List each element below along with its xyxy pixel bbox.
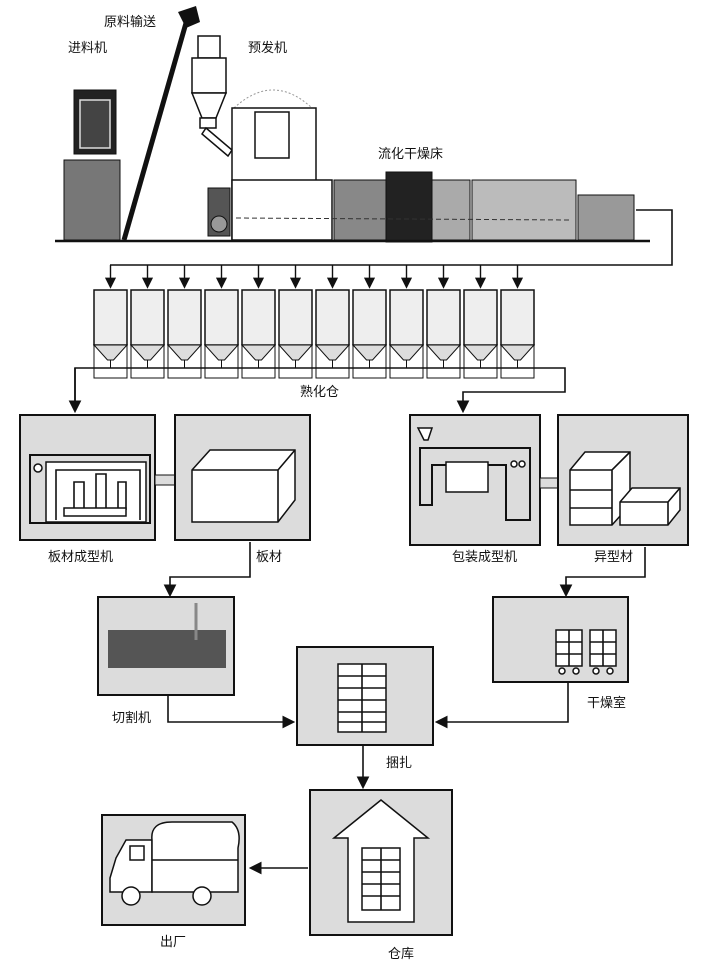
warehouse bbox=[309, 789, 453, 936]
cyclone bbox=[190, 35, 233, 158]
silo bbox=[203, 265, 240, 379]
bundling-label: 捆扎 bbox=[386, 756, 412, 771]
connector bbox=[539, 477, 559, 489]
cutting-machine bbox=[97, 596, 235, 696]
arrow-board-to-cutting bbox=[163, 542, 251, 598]
drying-room-label: 干燥室 bbox=[587, 695, 626, 711]
bundling bbox=[296, 646, 434, 746]
silo bbox=[240, 265, 277, 379]
silo bbox=[388, 265, 425, 379]
board-molding-machine-label: 板材成型机 bbox=[48, 550, 113, 565]
arrow-cutting-to-bundling bbox=[167, 696, 296, 729]
warehouse-label: 仓库 bbox=[388, 946, 414, 962]
arrow-drying-to-bundling bbox=[434, 683, 569, 729]
board-molding-machine bbox=[19, 414, 156, 541]
silo bbox=[351, 265, 388, 379]
board-label: 板材 bbox=[256, 550, 282, 565]
pre-expander-label: 预发机 bbox=[248, 40, 287, 56]
silo bbox=[425, 265, 462, 379]
silo bbox=[92, 265, 129, 379]
arrow-shaped-to-drying bbox=[559, 547, 646, 598]
fluidized-dryer bbox=[207, 171, 635, 243]
board-product bbox=[174, 414, 311, 541]
silo bbox=[129, 265, 166, 379]
aging-silos bbox=[92, 265, 536, 379]
feeder-label: 进料机 bbox=[68, 41, 107, 56]
conveyor bbox=[121, 6, 200, 241]
distribution-pipe bbox=[110, 209, 673, 266]
shaped-parts-label: 异型材 bbox=[594, 550, 633, 565]
cutting-machine-label: 切割机 bbox=[112, 710, 151, 726]
feeder-machine bbox=[63, 89, 121, 241]
silo bbox=[314, 265, 351, 379]
packaging-molding-machine bbox=[409, 414, 541, 546]
packaging-molding-machine-label: 包装成型机 bbox=[452, 550, 517, 565]
shipping-label: 出厂 bbox=[160, 935, 186, 950]
silo bbox=[462, 265, 499, 379]
silo bbox=[166, 265, 203, 379]
aging-silo-label: 熟化仓 bbox=[300, 384, 339, 400]
drying-room bbox=[492, 596, 629, 683]
connector bbox=[154, 474, 176, 486]
truck bbox=[101, 814, 246, 926]
raw-material-conveying-label: 原料输送 bbox=[104, 14, 156, 30]
silo bbox=[277, 265, 314, 379]
shaped-parts-product bbox=[557, 414, 689, 546]
silo bbox=[499, 265, 536, 379]
fluidized-dryer-label: 流化干燥床 bbox=[378, 147, 443, 162]
